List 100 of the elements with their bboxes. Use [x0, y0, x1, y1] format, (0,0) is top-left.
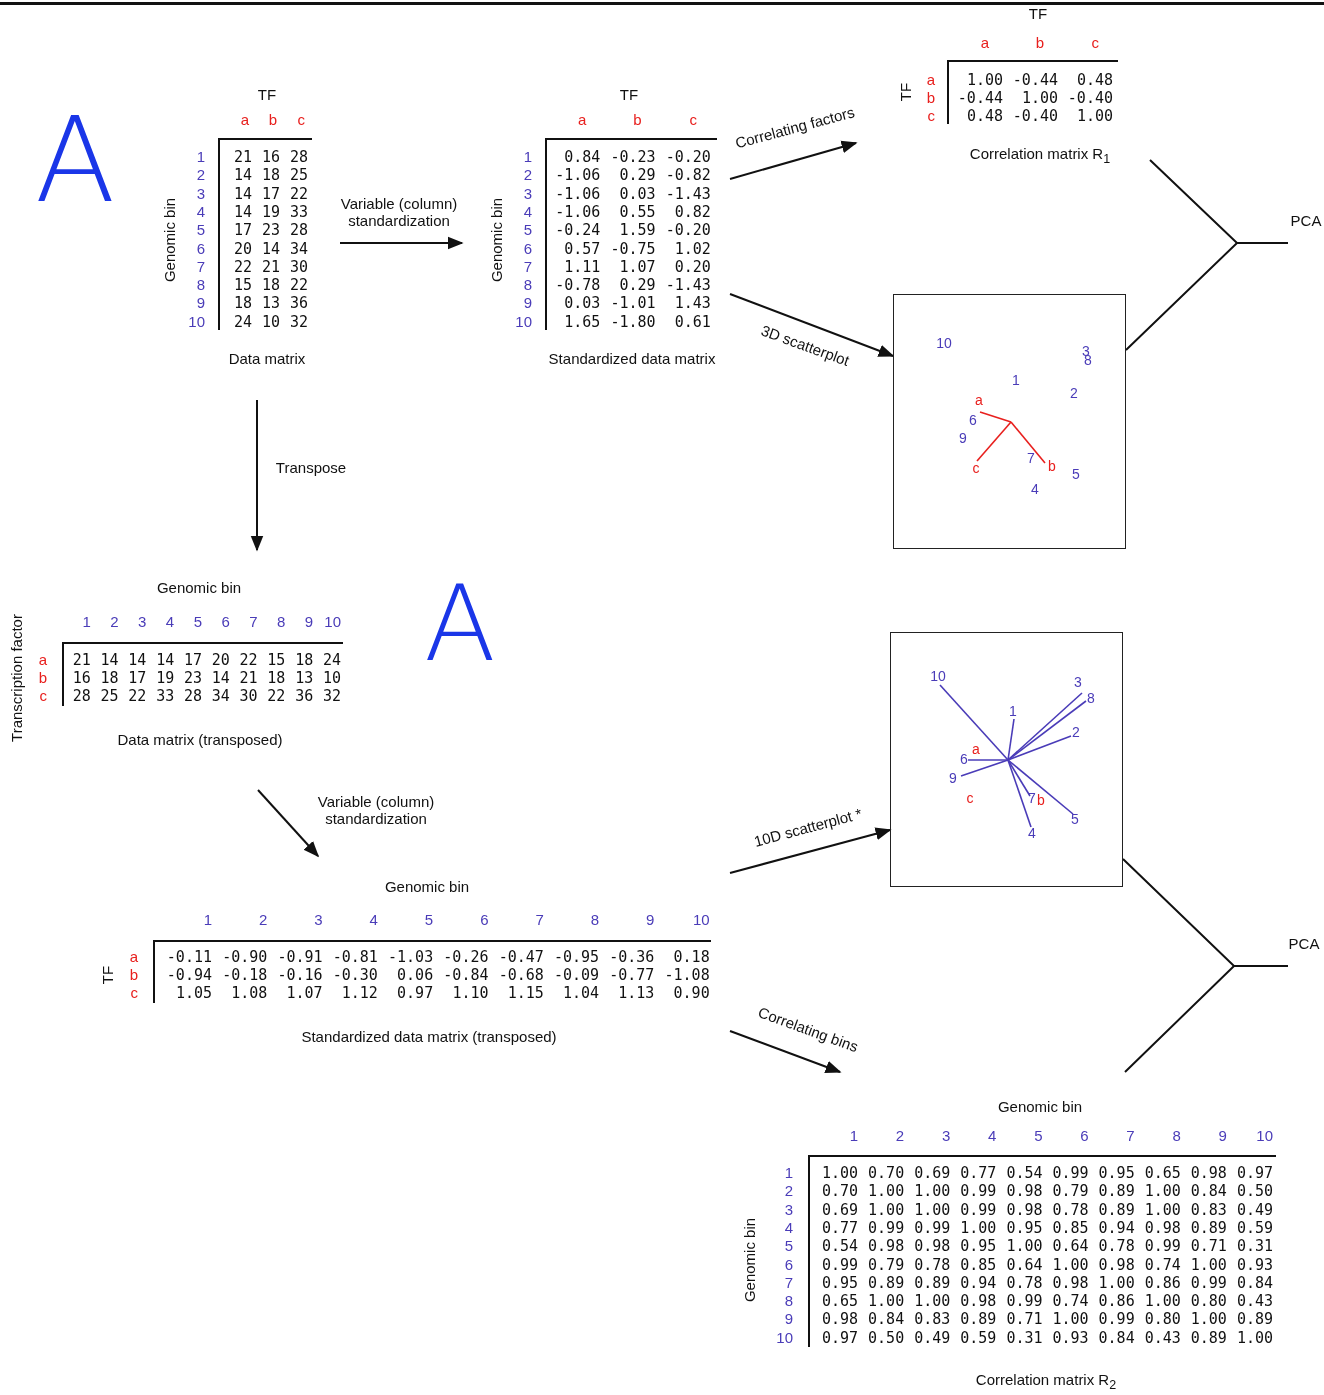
table-cell: 0.57: [564, 240, 601, 257]
table-cell: -0.81: [332, 948, 378, 966]
column-header: 10: [693, 911, 710, 929]
column-header: c: [297, 111, 305, 129]
table-cell: 0.77: [821, 1219, 859, 1237]
point-label: 8: [1087, 691, 1095, 707]
table-cell: 22: [289, 185, 308, 202]
arrow: [729, 140, 858, 180]
axis-title: TF: [619, 86, 639, 104]
table-cell: 0.95: [821, 1274, 859, 1292]
row-header: 5: [196, 221, 205, 239]
table-cell: 1.00: [1190, 1256, 1227, 1273]
table-cell: 0.97: [397, 984, 434, 1002]
point-label: b: [1037, 793, 1045, 809]
table-cell: 0.98: [1052, 1274, 1089, 1292]
table-cell: 32: [322, 687, 341, 705]
column-header: 10: [324, 613, 341, 631]
column-header: 7: [535, 911, 544, 929]
table-cell: -0.90: [222, 948, 268, 966]
table-cell: 19: [261, 203, 280, 221]
table-cell: 1.00: [1098, 1274, 1135, 1292]
table-cell: -0.23: [610, 148, 656, 166]
column-header: 4: [369, 911, 378, 929]
point-label: 5: [1072, 467, 1080, 483]
table-cell: 0.98: [1098, 1256, 1135, 1273]
table-cell: -1.06: [555, 167, 601, 184]
point-label: a: [975, 393, 983, 409]
table-cell: 0.65: [821, 1292, 859, 1310]
row-header: 1: [523, 148, 532, 166]
table-cell: 0.89: [960, 1311, 997, 1328]
table-cell: 0.29: [619, 276, 656, 294]
table-cell: 22: [239, 651, 258, 669]
table-cell: 1.00: [1236, 1329, 1273, 1346]
table-cell: 0.80: [1190, 1292, 1227, 1310]
table-cell: 0.98: [914, 1237, 951, 1255]
point-label: 6: [960, 752, 968, 768]
row-header: a: [926, 71, 935, 89]
column-header: 6: [1080, 1127, 1089, 1145]
table-cell: 13: [261, 295, 280, 312]
table-cell: 0.48: [1076, 71, 1113, 89]
table-cell: 0.85: [960, 1256, 997, 1273]
table-cell: 34: [289, 240, 308, 257]
row-header: 9: [196, 295, 205, 312]
table-cell: -0.20: [665, 148, 711, 166]
table-cell: 0.89: [1098, 1183, 1135, 1200]
table-cell: 0.99: [821, 1256, 859, 1273]
table-cell: 13: [295, 669, 314, 687]
row-header: c: [130, 984, 138, 1002]
table-cell: 1.00: [1144, 1201, 1181, 1218]
table-cell: 17: [261, 185, 280, 202]
table-cell: 0.70: [821, 1183, 859, 1200]
table-cell: 0.78: [1098, 1237, 1135, 1255]
row-header: 4: [196, 203, 205, 221]
table-cell: 0.99: [1144, 1237, 1181, 1255]
row-header: 1: [784, 1164, 793, 1182]
table-cell: 0.74: [1052, 1292, 1089, 1310]
table-cell: 21: [233, 148, 252, 166]
table-cell: 0.86: [1144, 1274, 1181, 1292]
table-cell: 0.59: [960, 1329, 997, 1346]
column-header: 7: [249, 613, 258, 631]
table-cell: 1.00: [1006, 1237, 1043, 1255]
column-header: 9: [646, 911, 655, 929]
table-cell: -0.75: [610, 240, 656, 257]
table-cell: 1.65: [564, 313, 601, 330]
table-cell: 36: [295, 687, 314, 705]
point-label: 3: [1074, 675, 1082, 691]
table-cell: -1.06: [555, 185, 601, 202]
row-header: 6: [523, 240, 532, 257]
table-cell: 0.29: [619, 167, 656, 184]
table-cell: 0.69: [914, 1164, 951, 1182]
table-cell: -0.40: [1067, 89, 1113, 107]
table-cell: 0.71: [1190, 1237, 1227, 1255]
table-cell: 14: [261, 240, 280, 257]
table-caption: Correlation matrix R$_{2}$: [975, 1371, 1117, 1393]
point-label: a: [972, 742, 980, 758]
table-cell: 0.98: [821, 1311, 859, 1328]
table-cell: 1.00: [914, 1183, 951, 1200]
point-label: 9: [959, 431, 967, 447]
row-header: 5: [523, 221, 532, 239]
table-cell: -0.30: [332, 966, 378, 984]
row-header: 4: [784, 1219, 793, 1237]
row-header: 6: [196, 240, 205, 257]
table-caption: Standardized data matrix (transposed): [301, 1028, 557, 1046]
table-cell: 0.89: [1190, 1219, 1227, 1237]
row-header: 8: [784, 1292, 793, 1310]
column-header: 4: [165, 613, 175, 631]
column-header: 3: [138, 613, 147, 631]
axis-title: Genomic bin: [741, 1217, 759, 1303]
scatterplot-panel: [893, 294, 1126, 549]
table-cell: 0.98: [960, 1292, 997, 1310]
table-cell: 1.00: [1144, 1183, 1181, 1200]
table-cell: 1.00: [1076, 107, 1113, 125]
edge-label: Variable (column) standardization: [339, 195, 459, 229]
arrow: [250, 399, 264, 552]
table-cell: 0.84: [564, 148, 601, 166]
handwritten-letter: A: [34, 109, 116, 211]
column-header: a: [980, 34, 989, 52]
axis-title: TF: [1028, 5, 1048, 23]
table-cell: 1.00: [1021, 89, 1058, 107]
table-cell: 1.43: [674, 295, 711, 312]
